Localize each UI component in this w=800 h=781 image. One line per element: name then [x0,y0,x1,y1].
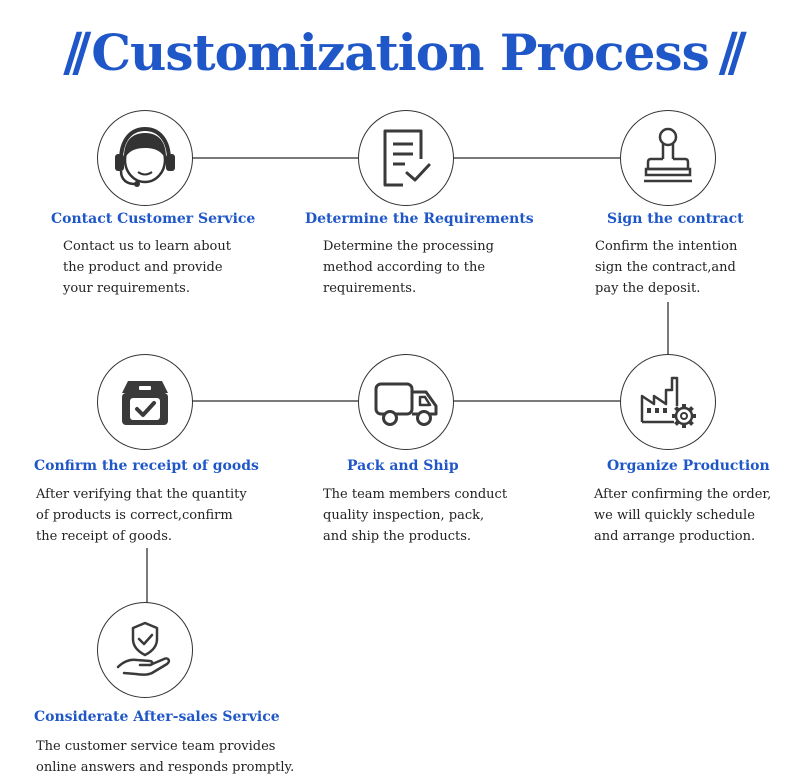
step-2-description: Determine the processing method accordin… [323,239,494,296]
title-slash-left: // [63,22,91,83]
step-2-circle [358,110,454,206]
connector-2-3 [452,157,622,159]
stamp-icon [644,127,692,183]
step-7-description: The customer service team provides onlin… [36,739,295,775]
step-4-description: After confirming the order, we will quic… [594,487,772,544]
step-1-description: Contact us to learn about the product an… [63,239,231,296]
document-check-icon [383,129,431,187]
step-6-circle [97,354,193,450]
step-6-title: Confirm the receipt of goods [34,458,259,474]
page-title: //Customization Process// [0,22,800,83]
step-5-title: Pack and Ship [347,458,459,474]
step-3-title: Sign the contract [607,211,744,227]
hand-shield-icon [116,621,171,676]
step-5-circle [358,354,454,450]
step-7-title: Considerate After-sales Service [34,709,280,725]
title-slash-right: // [718,22,747,83]
step-4-circle [620,354,716,450]
connector-3-4 [667,302,669,360]
headset-agent-icon [115,126,175,187]
title-text: Customization Process [91,23,709,82]
step-7-circle [97,602,193,698]
connector-1-2 [192,157,358,159]
connector-5-6 [192,400,358,402]
step-1-title: Contact Customer Service [51,211,256,227]
step-6-description: After verifying that the quantity of pro… [36,487,247,544]
step-3-circle [620,110,716,206]
step-3-description: Confirm the intention sign the contract,… [595,239,738,296]
box-check-icon [122,381,168,425]
step-1-circle [97,110,193,206]
connector-4-5 [452,400,622,402]
step-2-title: Determine the Requirements [305,211,534,227]
delivery-truck-icon [374,382,438,426]
step-4-title: Organize Production [607,458,770,474]
connector-6-7 [146,548,148,606]
step-5-description: The team members conduct quality inspect… [323,487,508,544]
factory-gear-icon [640,376,696,428]
